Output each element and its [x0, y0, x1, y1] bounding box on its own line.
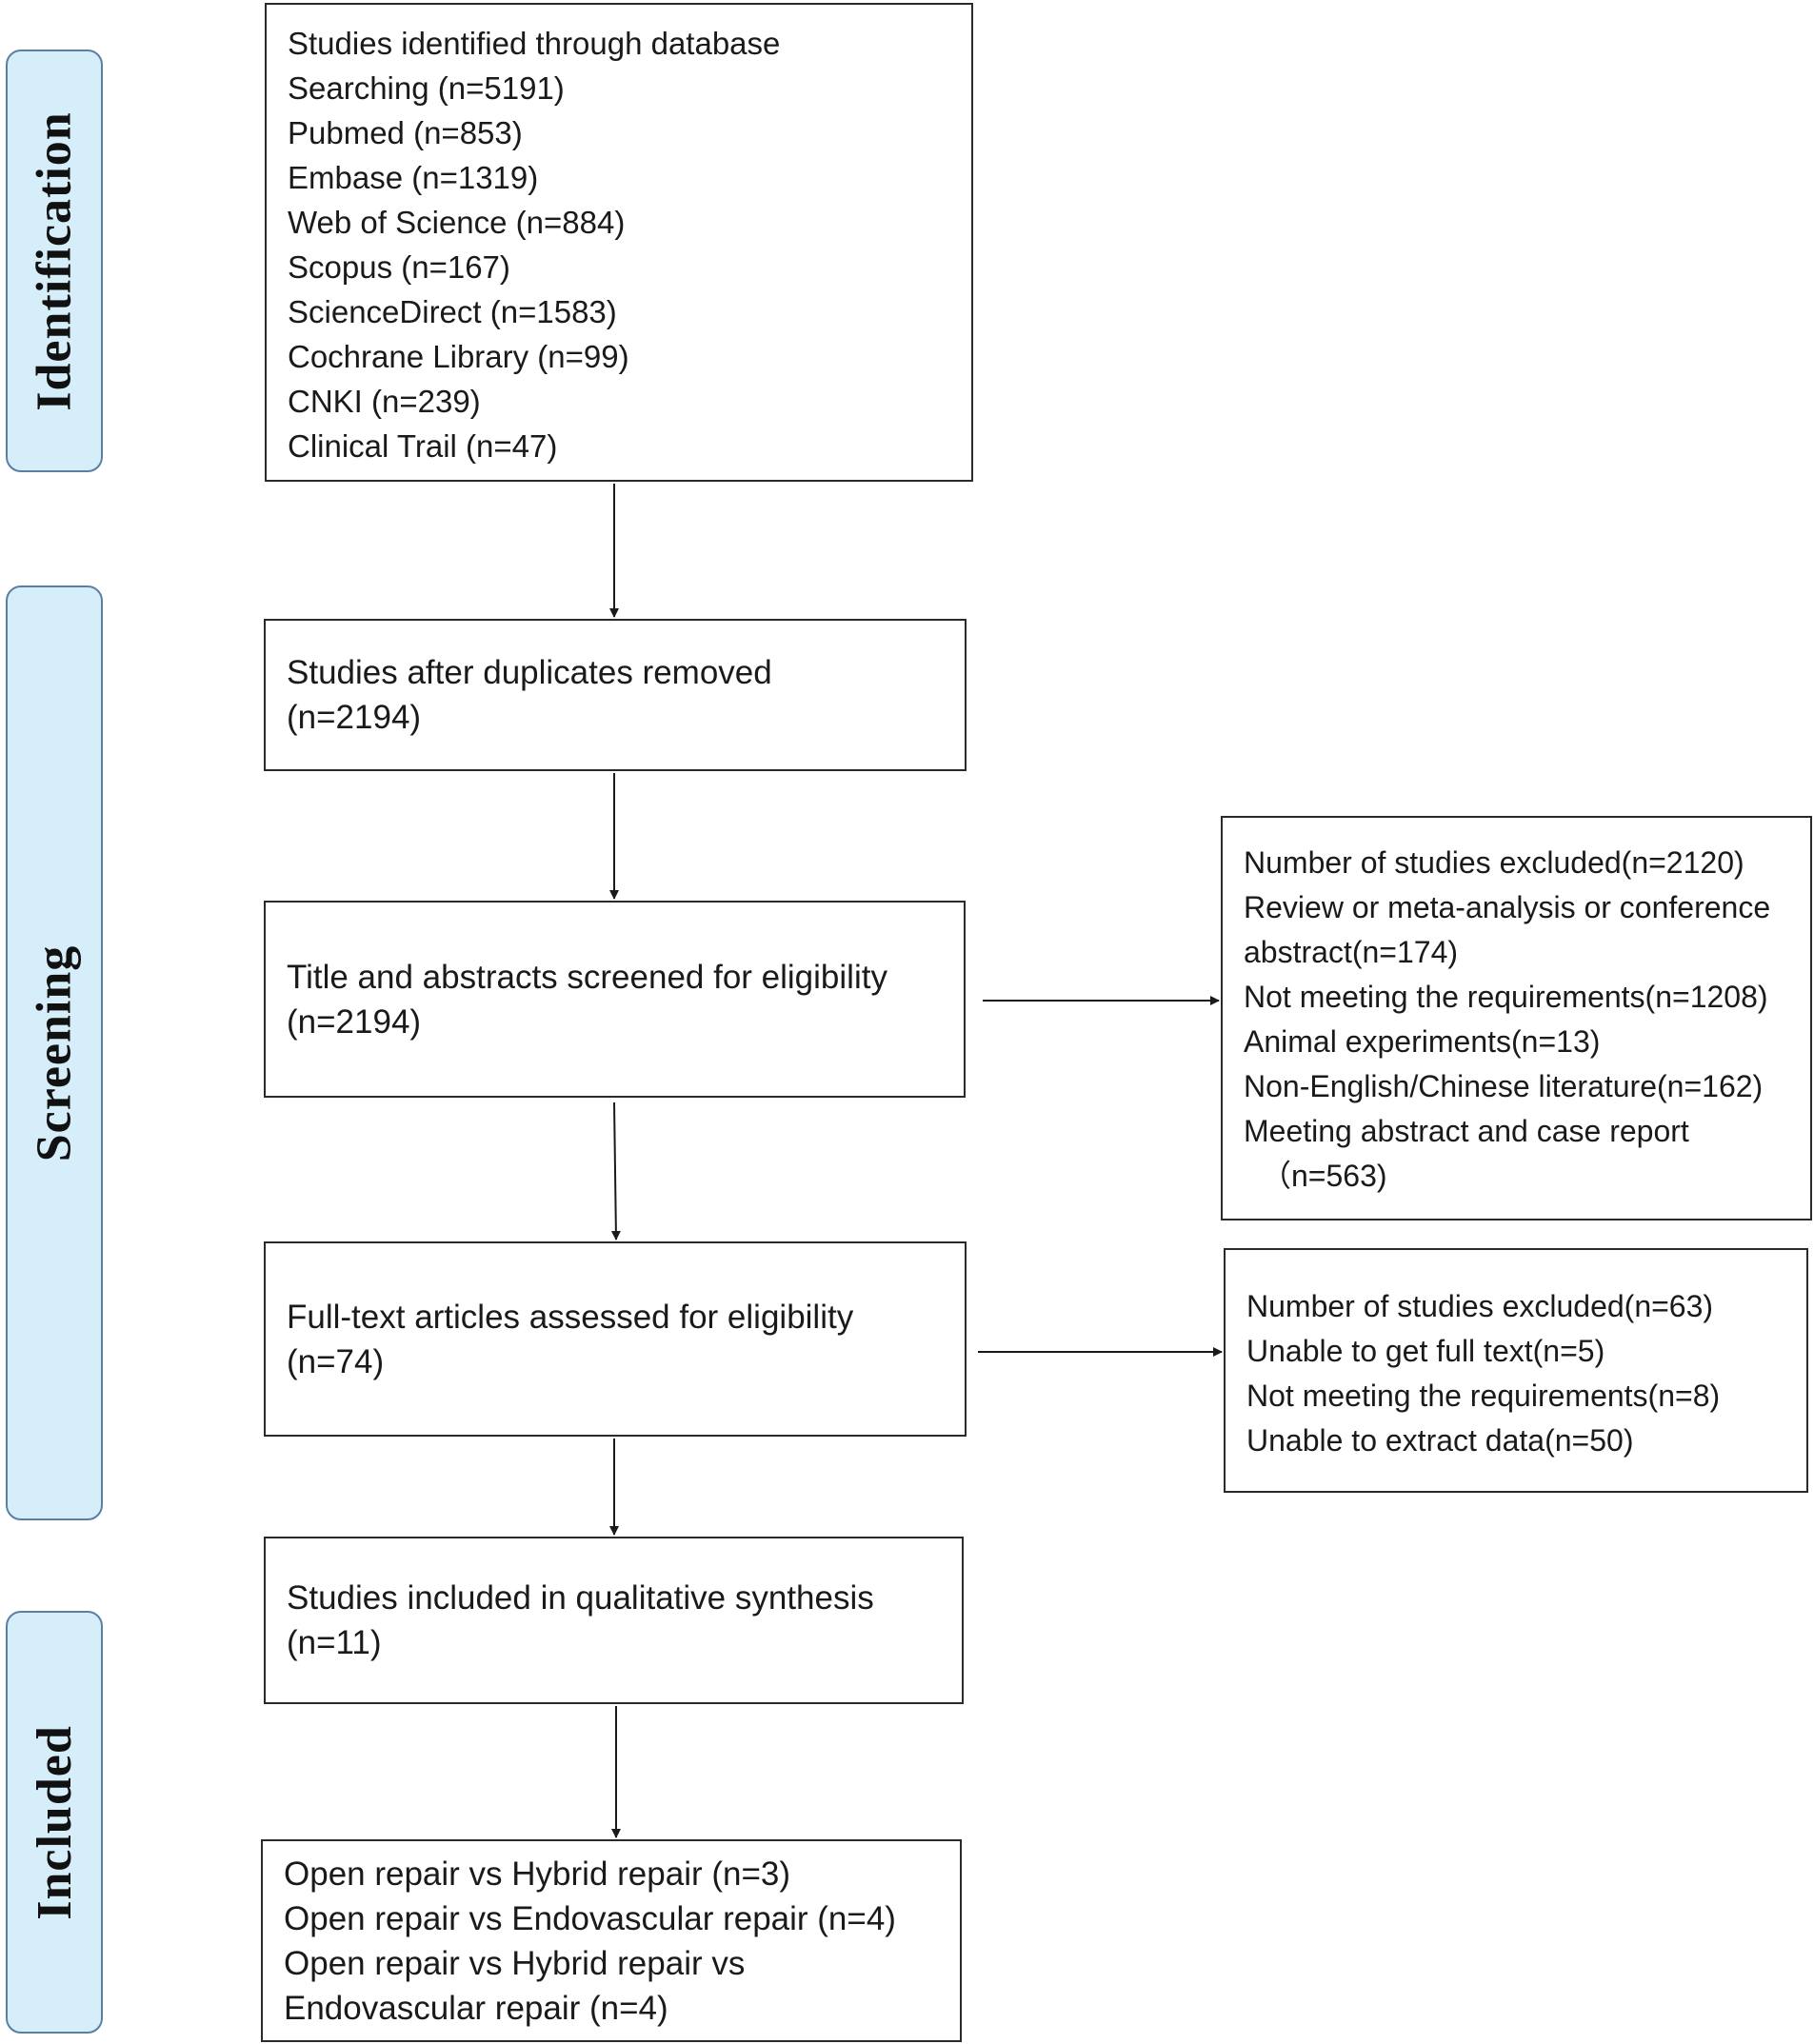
box-identified-line: Web of Science (n=884) [288, 205, 626, 240]
stage-identification: Identification [6, 50, 103, 472]
box-excluded-full-text-line: Unable to get full text(n=5) [1246, 1334, 1605, 1368]
box-identified-line: ScienceDirect (n=1583) [288, 294, 617, 329]
box-excluded-screening: Number of studies excluded(n=2120) Revie… [1221, 816, 1812, 1220]
box-comparisons-line: Endovascular repair (n=4) [284, 1989, 668, 2027]
box-comparisons-line: Open repair vs Hybrid repair (n=3) [284, 1855, 791, 1893]
box-excluded-full-text: Number of studies excluded(n=63) Unable … [1224, 1248, 1808, 1493]
box-after-duplicates-line: Studies after duplicates removed [287, 654, 772, 691]
box-identified-line: Studies identified through database [288, 26, 781, 61]
box-excluded-screening-line: Number of studies excluded(n=2120) [1244, 845, 1744, 880]
box-identified-line: CNKI (n=239) [288, 384, 481, 419]
box-identified-line: Clinical Trail (n=47) [288, 428, 558, 464]
box-full-text-line: Full-text articles assessed for eligibil… [287, 1298, 854, 1336]
box-excluded-screening-line: abstract(n=174) [1244, 935, 1459, 969]
box-excluded-full-text-line: Not meeting the requirements(n=8) [1246, 1379, 1721, 1413]
box-after-duplicates-line: (n=2194) [287, 699, 422, 736]
box-full-text: Full-text articles assessed for eligibil… [264, 1241, 967, 1437]
box-comparisons-line: Open repair vs Endovascular repair (n=4) [284, 1899, 896, 1937]
box-full-text-line: (n=74) [287, 1342, 385, 1380]
box-title-abstract-line: (n=2194) [287, 1002, 422, 1041]
box-title-abstract-line: Title and abstracts screened for eligibi… [287, 958, 887, 996]
box-excluded-screening-line: Meeting abstract and case report [1244, 1114, 1689, 1148]
box-excluded-screening-line: Non-English/Chinese literature(n=162) [1244, 1069, 1764, 1103]
box-excluded-screening-line: Animal experiments(n=13) [1244, 1024, 1601, 1059]
box-excluded-screening-line: Not meeting the requirements(n=1208) [1244, 980, 1768, 1014]
arrow-title-abstract-to-full-text [610, 1101, 621, 1240]
box-identified-line: Scopus (n=167) [288, 249, 510, 285]
box-identified-line: Embase (n=1319) [288, 160, 539, 195]
box-comparisons-line: Open repair vs Hybrid repair vs [284, 1944, 746, 1982]
box-excluded-screening-line: Review or meta-analysis or conference [1244, 890, 1771, 924]
box-excluded-screening-line: （n=563) [1261, 1159, 1387, 1193]
stage-screening: Screening [6, 585, 103, 1520]
box-comparisons: Open repair vs Hybrid repair (n=3) Open … [261, 1839, 962, 2042]
box-excluded-full-text-line: Number of studies excluded(n=63) [1246, 1289, 1714, 1323]
box-identified-line: Cochrane Library (n=99) [288, 339, 629, 374]
box-qualitative: Studies included in qualitative synthesi… [264, 1537, 964, 1704]
box-after-duplicates: Studies after duplicates removed (n=2194… [264, 619, 967, 771]
box-identified: Studies identified through database Sear… [265, 3, 973, 482]
box-title-abstract: Title and abstracts screened for eligibi… [264, 901, 966, 1098]
box-identified-line: Pubmed (n=853) [288, 115, 523, 150]
box-identified-line: Searching (n=5191) [288, 70, 565, 106]
box-excluded-full-text-line: Unable to extract data(n=50) [1246, 1423, 1634, 1458]
box-qualitative-line: (n=11) [287, 1624, 382, 1661]
stage-included: Included [6, 1611, 103, 2034]
box-qualitative-line: Studies included in qualitative synthesi… [287, 1579, 874, 1617]
